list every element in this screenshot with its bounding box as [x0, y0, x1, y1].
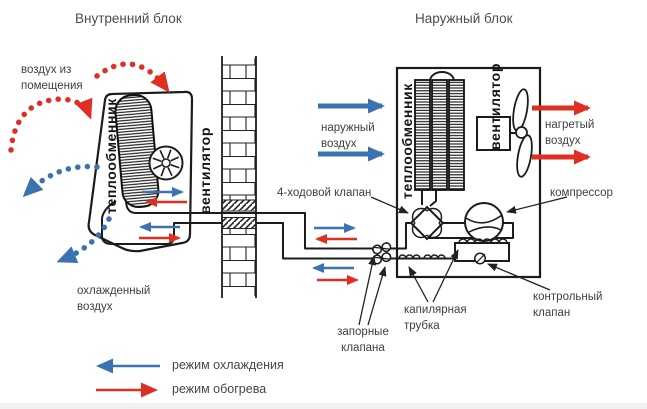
check-valve-label: контрольный клапан — [533, 291, 603, 320]
outdoor-heat-exchanger-label: теплообменник — [399, 83, 415, 199]
four-way-valve — [409, 205, 445, 241]
outside-air-arrows — [318, 98, 385, 162]
service-valves — [372, 242, 392, 265]
leader-compressor — [506, 196, 568, 214]
cooled-air-label: охлажденный воздух — [77, 285, 151, 314]
heated-air-label: нагретый воздух — [545, 119, 595, 148]
leader-four-way-valve — [370, 196, 409, 214]
room-air-arcs — [8, 61, 170, 153]
propeller-blade-lower — [516, 134, 533, 178]
scan-artifact-band — [0, 403, 647, 409]
shutoff-valve-lower — [372, 252, 392, 265]
shutoff-valves-label: запорные клапана — [337, 326, 389, 355]
legend-arrows — [96, 358, 160, 398]
refrigerant-flow-arrows — [139, 187, 359, 285]
wall — [221, 56, 257, 298]
capillary-coil-inner — [458, 238, 508, 244]
indoor-fan-label: вентилятор — [197, 127, 213, 214]
indoor-unit-title: Внутренний блок — [75, 11, 182, 26]
leader-shutoff-lower — [367, 266, 387, 326]
compressor-label: компрессор — [550, 187, 613, 199]
propeller-hub — [515, 126, 528, 139]
outdoor-unit-title: Наружный блок — [415, 11, 513, 26]
legend-cooling-label: режим охлаждения — [172, 358, 284, 372]
wall-pass-through-upper — [221, 199, 257, 212]
capillary-tube-label: капилярная трубка — [404, 304, 467, 333]
heated-air-arrows — [532, 100, 591, 165]
indoor-heat-exchanger-label: теплообменник — [103, 98, 119, 214]
leader-capillary-coil — [432, 249, 459, 303]
outdoor-fan-assembly — [476, 88, 533, 178]
outdoor-fan-label: вентилятор — [487, 63, 503, 150]
leader-check-valve — [487, 263, 551, 291]
air-from-room-label: воздух из помещения — [21, 64, 83, 93]
leader-shutoff-upper — [358, 255, 376, 326]
cooled-air-arcs — [22, 163, 112, 263]
legend-heating-label: режим обогрева — [172, 382, 267, 396]
indoor-heat-exchanger-coil — [114, 93, 160, 209]
indoor-fan-wheel — [148, 145, 184, 181]
four-way-valve-label: 4-ходовой клапан — [277, 187, 372, 199]
outside-air-label: наружный воздух — [321, 122, 375, 151]
leader-lines — [358, 196, 568, 326]
wall-pass-through-lower — [221, 217, 257, 229]
outdoor-heat-exchanger-coil — [414, 71, 465, 191]
capillary-coil-pipe — [398, 254, 446, 259]
shutoff-valve-upper — [372, 242, 392, 255]
compressor — [464, 202, 504, 242]
leader-capillary-pipe — [408, 266, 429, 303]
